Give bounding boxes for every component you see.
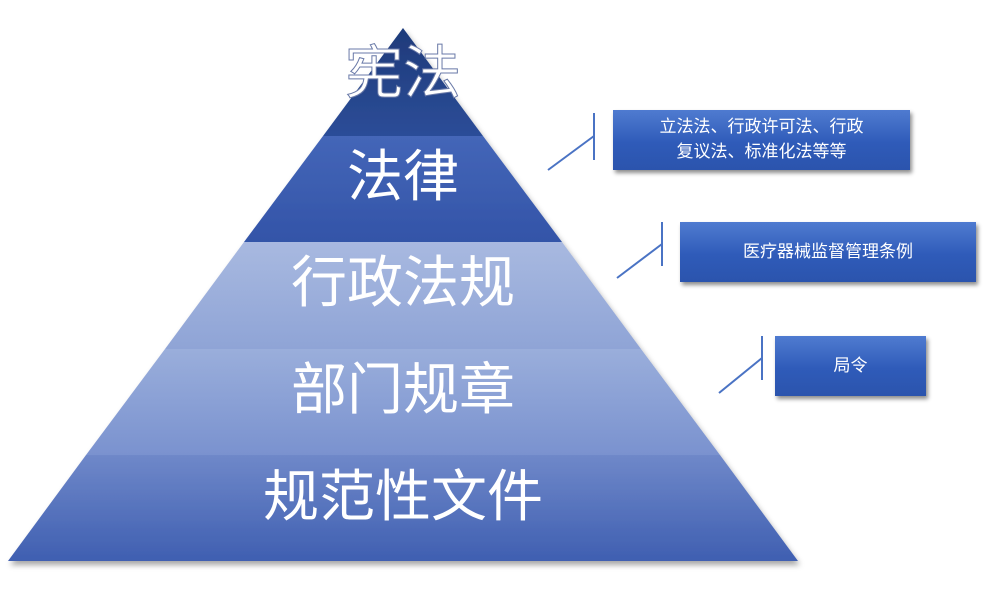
callout-rule-text: 局令 bbox=[833, 355, 868, 376]
callout-regulation-text: 医疗器械监督管理条例 bbox=[743, 241, 913, 262]
tier-department-rule bbox=[86, 349, 720, 455]
tier-administrative-regulation bbox=[165, 242, 641, 349]
tier-label-normative-document: 规范性文件 bbox=[263, 465, 543, 530]
tier-label-department-rule: 部门规章 bbox=[291, 358, 515, 423]
tier-law bbox=[244, 136, 562, 242]
tier-constitution bbox=[323, 28, 483, 136]
callout-regulation: 医疗器械监督管理条例 bbox=[680, 222, 976, 282]
tier-normative-document bbox=[8, 455, 798, 561]
connector-rule bbox=[718, 357, 763, 394]
tier-label-law: 法律 bbox=[347, 145, 459, 210]
tier-label-constitution: 宪法 bbox=[344, 39, 461, 107]
callout-laws: 立法法、行政许可法、行政 复议法、标准化法等等 bbox=[613, 110, 910, 170]
tier-label-administrative-regulation: 行政法规 bbox=[291, 251, 515, 316]
callout-laws-line2: 复议法、标准化法等等 bbox=[676, 142, 847, 162]
connector-regulation bbox=[616, 243, 663, 279]
connector-law bbox=[547, 135, 595, 171]
callout-laws-line1: 立法法、行政许可法、行政 bbox=[659, 117, 864, 137]
callout-rule: 局令 bbox=[775, 336, 926, 396]
